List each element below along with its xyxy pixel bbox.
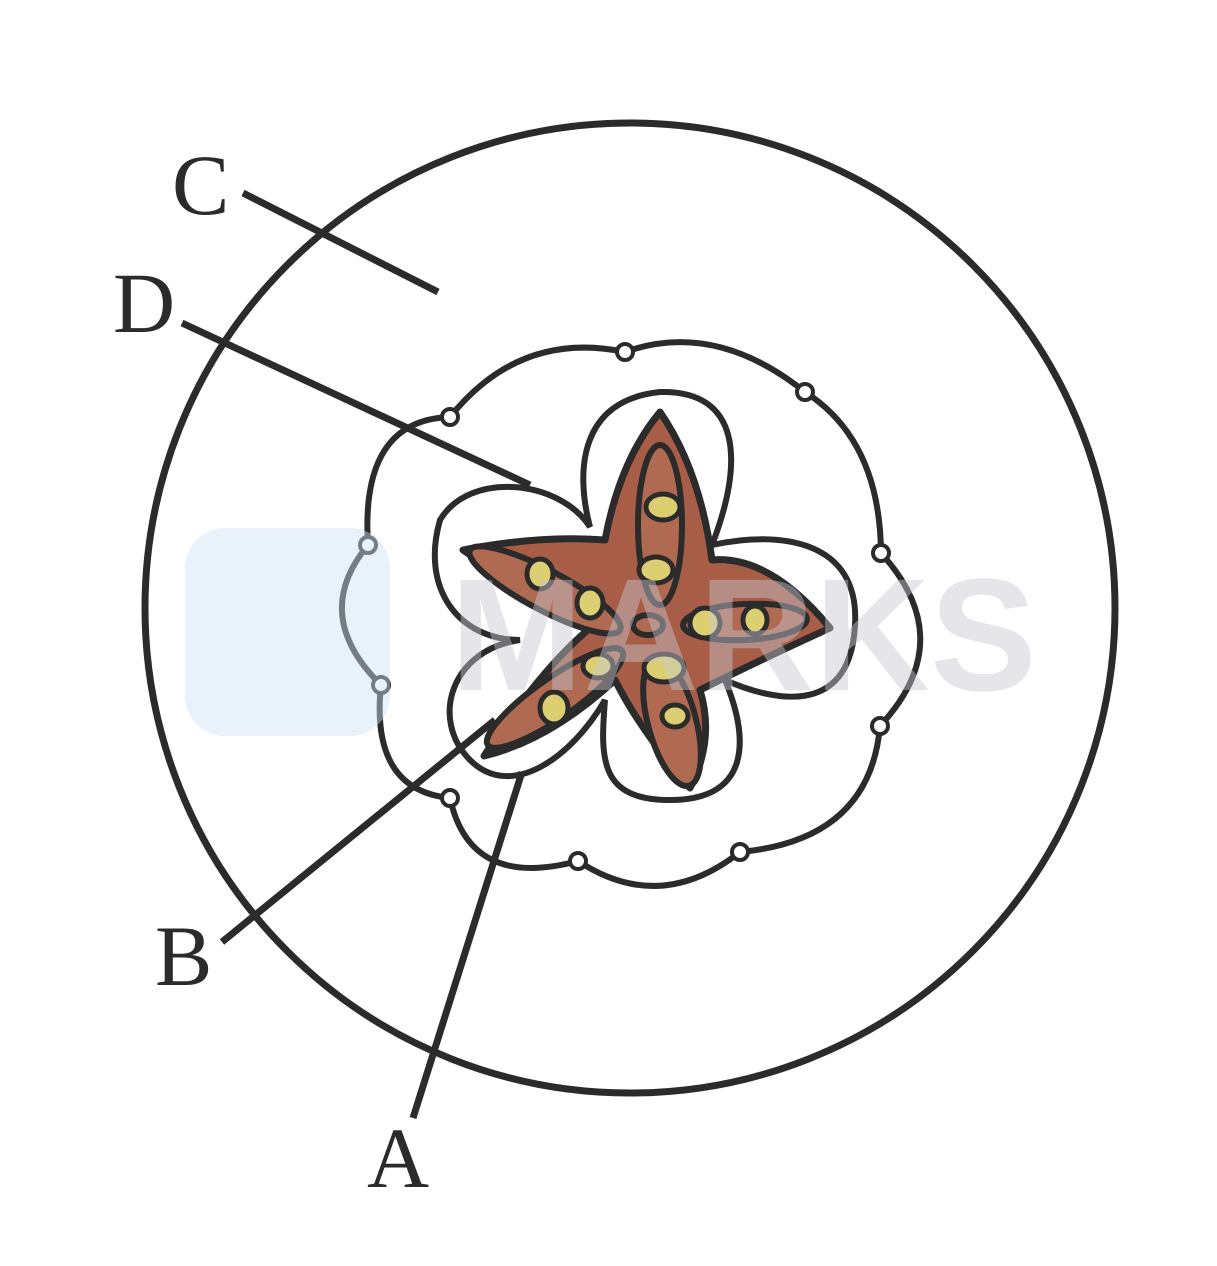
leader-lines <box>180 189 532 1120</box>
central-canal <box>630 612 666 638</box>
dot <box>795 382 815 402</box>
seed <box>687 605 723 641</box>
dot <box>371 675 391 695</box>
label-a: A <box>367 1110 429 1206</box>
seed <box>574 585 606 621</box>
dot <box>615 342 635 362</box>
seed <box>659 702 691 730</box>
seed <box>537 689 571 727</box>
leader-line-d <box>180 319 532 489</box>
seed <box>580 651 616 681</box>
watermark: MARKS <box>185 528 1037 736</box>
label-c: C <box>172 137 229 233</box>
dot <box>730 842 750 862</box>
dot <box>358 535 378 555</box>
leader-line-b <box>219 717 498 945</box>
wavy-outline <box>338 339 924 889</box>
label-b: B <box>155 908 212 1004</box>
seed <box>740 603 770 637</box>
seed <box>636 554 676 586</box>
dot <box>440 788 460 808</box>
dot <box>871 543 891 563</box>
dot <box>440 407 460 427</box>
leader-line-c <box>241 189 440 296</box>
watermark-logo <box>185 528 390 736</box>
leader-line-a <box>409 770 526 1120</box>
boundary-dots <box>358 342 891 871</box>
seeds <box>524 491 770 730</box>
seed <box>524 556 556 592</box>
dot <box>870 716 890 736</box>
label-d: D <box>113 255 175 351</box>
dot <box>568 851 588 871</box>
seed <box>641 651 687 685</box>
outer-layer-c <box>141 119 1119 1097</box>
seed <box>643 491 683 523</box>
watermark-text: MARKS <box>450 545 1037 724</box>
